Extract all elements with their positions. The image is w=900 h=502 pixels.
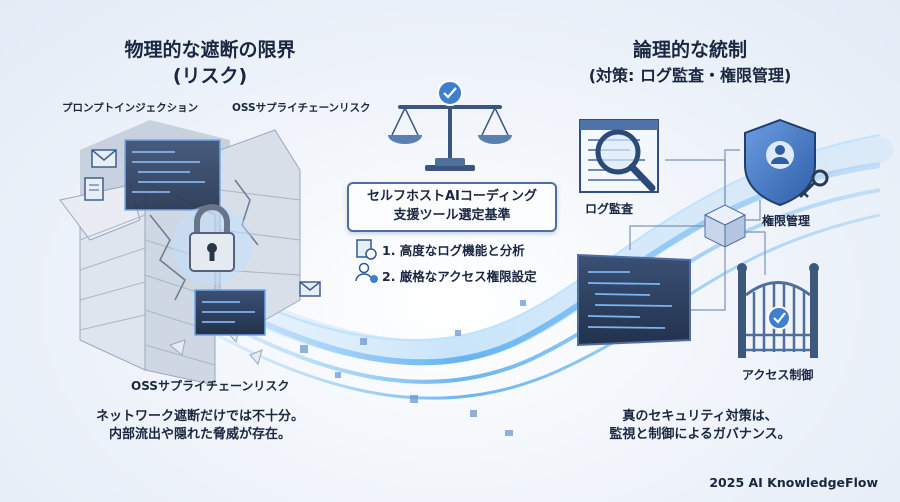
risk-label-oss-top: OSSサプライチェーンリスク [232,102,371,114]
left-subtitle: (リスク) [172,65,248,87]
user-check-icon [355,262,378,283]
label-log-audit: ログ監査 [585,202,634,216]
mail-icon [91,149,321,297]
left-title: 物理的な遮断の限界 [124,39,296,61]
document-icon [84,177,104,201]
criterion-access-permission: 2. 厳格なアクセス権限設定 [382,269,537,284]
label-permission-management: 権限管理 [762,214,811,228]
right-caption: 真のセキュリティ対策は、 監視と制御によるガバナンス。 [560,408,840,444]
left-caption: ネットワーク遮断だけでは不十分。 内部流出や隠れた脅威が存在。 [60,408,340,444]
left-caption-line1: ネットワーク遮断だけでは不十分。 [95,409,304,424]
balance-scale-icon [388,80,512,171]
log-audit-icon [579,119,659,193]
gate-icon [737,263,819,358]
footer-copyright: 2025 AI KnowledgeFlow [709,475,878,490]
box-title-line1: セルフホストAIコーディング [367,189,537,204]
connector-lines [629,149,766,311]
right-caption-line2: 監視と制御によるガバナンス。 [609,427,791,442]
gear-document-icon [356,239,377,260]
shield-user-icon [744,118,816,207]
padlock-icon [172,204,252,285]
risk-label-oss-bottom: OSSサプライチェーンリスク [131,379,290,393]
data-stream [157,134,893,436]
code-panel-right [577,253,691,347]
right-title: 論理的な統制 [632,39,747,61]
selection-criteria-box: セルフホストAIコーディング 支援ツール選定基準 [347,182,557,232]
network-hub [703,204,747,248]
criterion-log-analysis: 1. 高度なログ機能と分析 [382,243,525,258]
key-icon [798,169,829,199]
left-caption-line2: 内部流出や隠れた脅威が存在。 [108,427,291,442]
box-title-line2: 支援ツール選定基準 [393,208,511,223]
label-access-control: アクセス制御 [742,368,814,382]
code-panels-left [124,139,266,336]
risk-label-prompt-injection: プロンプトインジェクション [62,102,199,114]
right-caption-line1: 真のセキュリティ対策は、 [622,409,778,424]
right-subtitle: (対策: ログ監査・権限管理) [588,66,792,85]
